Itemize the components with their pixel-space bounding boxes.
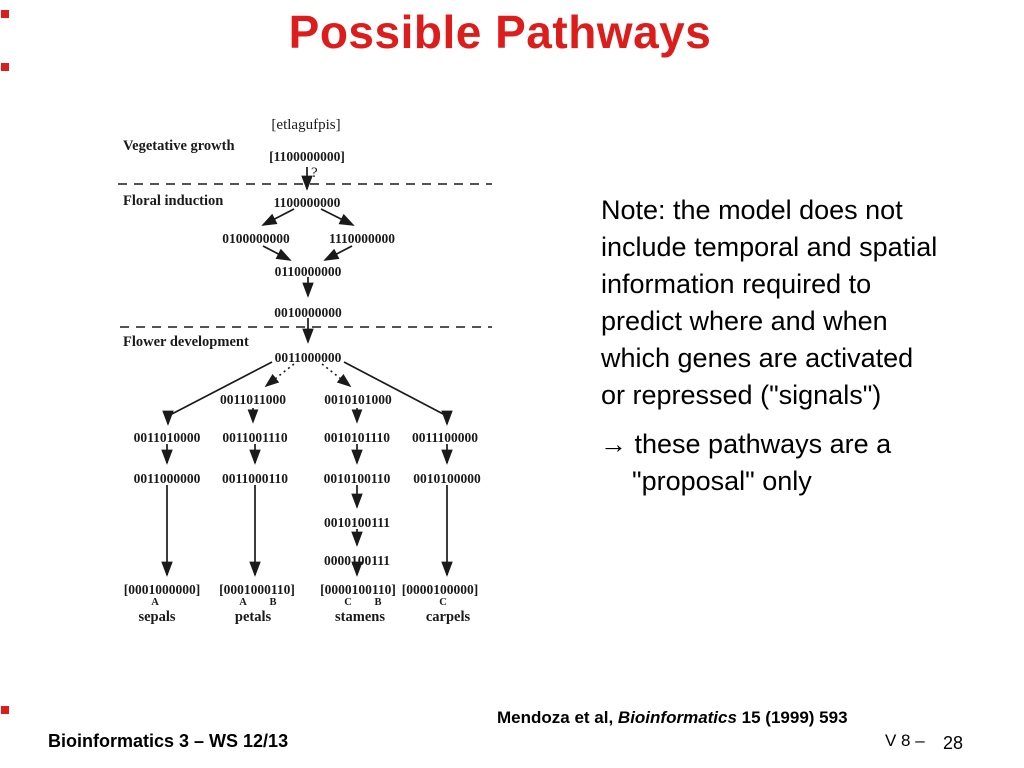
state-node: 0010100110 <box>323 471 391 486</box>
organ-letter: B <box>269 597 277 608</box>
organ-letter: A <box>239 597 247 608</box>
citation-authors: Mendoza et al, <box>497 708 618 727</box>
note-line: predict where and when <box>601 306 888 336</box>
page-title: Possible Pathways <box>288 6 712 58</box>
state-node: 1110000000 <box>328 231 396 246</box>
note-text: Note: the model does not include tempora… <box>601 192 937 414</box>
gene-order-legend: [etlagufpis] <box>271 117 341 133</box>
note-line: Note: the model does not <box>601 195 903 225</box>
final-state-node: [0001000110] <box>219 582 295 597</box>
conclusion-line: "proposal" only <box>632 466 812 496</box>
stage-label-flower-development: Flower development <box>123 334 249 350</box>
organ-letter: C <box>439 597 447 608</box>
course-footer: Bioinformatics 3 – WS 12/13 <box>48 731 289 751</box>
lecture-number: V 8 – <box>885 731 925 750</box>
organ-letter: A <box>151 597 159 608</box>
state-node: 1100000000 <box>273 195 341 210</box>
state-node: 0100000000 <box>222 231 290 246</box>
organ-label-stamens: stamens <box>335 609 385 625</box>
state-node: 0011010000 <box>133 430 201 445</box>
state-node: 0010101110 <box>323 430 391 445</box>
final-state-node: [0000100110] <box>320 582 396 597</box>
organ-label-petals: petals <box>234 609 272 625</box>
dotted-transition-arrows <box>247 363 363 424</box>
organ-label-carpels: carpels <box>425 609 471 625</box>
conclusion-line: → these pathways are a <box>600 429 892 459</box>
state-node: 0000100111 <box>323 553 391 568</box>
question-mark-label: ? <box>311 165 318 181</box>
note-line: which genes are activated <box>601 343 914 373</box>
state-node: 0010100111 <box>323 515 391 530</box>
red-square-marker <box>1 706 9 714</box>
state-node: 0011011000 <box>219 392 287 407</box>
state-node: 0010101000 <box>324 392 392 407</box>
phase-divider-dashed-lines <box>118 183 492 328</box>
state-node: 0010000000 <box>274 305 342 320</box>
final-state-node: [0001000000] <box>123 582 201 597</box>
state-node: [1100000000] <box>269 149 345 164</box>
state-node: 0011000000 <box>133 471 201 486</box>
final-state-node: [0000100000] <box>401 582 479 597</box>
red-square-marker <box>1 63 9 71</box>
citation-volume-year: 15 (1999) 593 <box>736 708 848 727</box>
organ-label-sepals: sepals <box>138 609 176 625</box>
note-line: or repressed ("signals") <box>601 380 882 410</box>
note-line: information required to <box>601 269 872 299</box>
state-node: 0110000000 <box>274 264 342 279</box>
red-square-marker <box>1 10 9 18</box>
state-node: 0011000000 <box>274 350 342 365</box>
stage-label-vegetative-growth: Vegetative growth <box>123 138 235 154</box>
state-node: 0011001110 <box>222 430 288 445</box>
organ-letter: C <box>344 597 352 608</box>
citation-journal: Bioinformatics <box>617 708 737 727</box>
solid-transition-arrows <box>161 167 453 577</box>
citation: Mendoza et al, Bioinformatics 15 (1999) … <box>497 708 848 728</box>
note-line: include temporal and spatial <box>601 232 938 262</box>
page-number: 28 <box>943 733 964 753</box>
state-node: 0011100000 <box>411 430 479 445</box>
stage-label-floral-induction: Floral induction <box>123 193 224 209</box>
state-node: 0011000110 <box>221 471 289 486</box>
state-node: 0010100000 <box>413 471 481 486</box>
organ-letter: B <box>374 597 382 608</box>
